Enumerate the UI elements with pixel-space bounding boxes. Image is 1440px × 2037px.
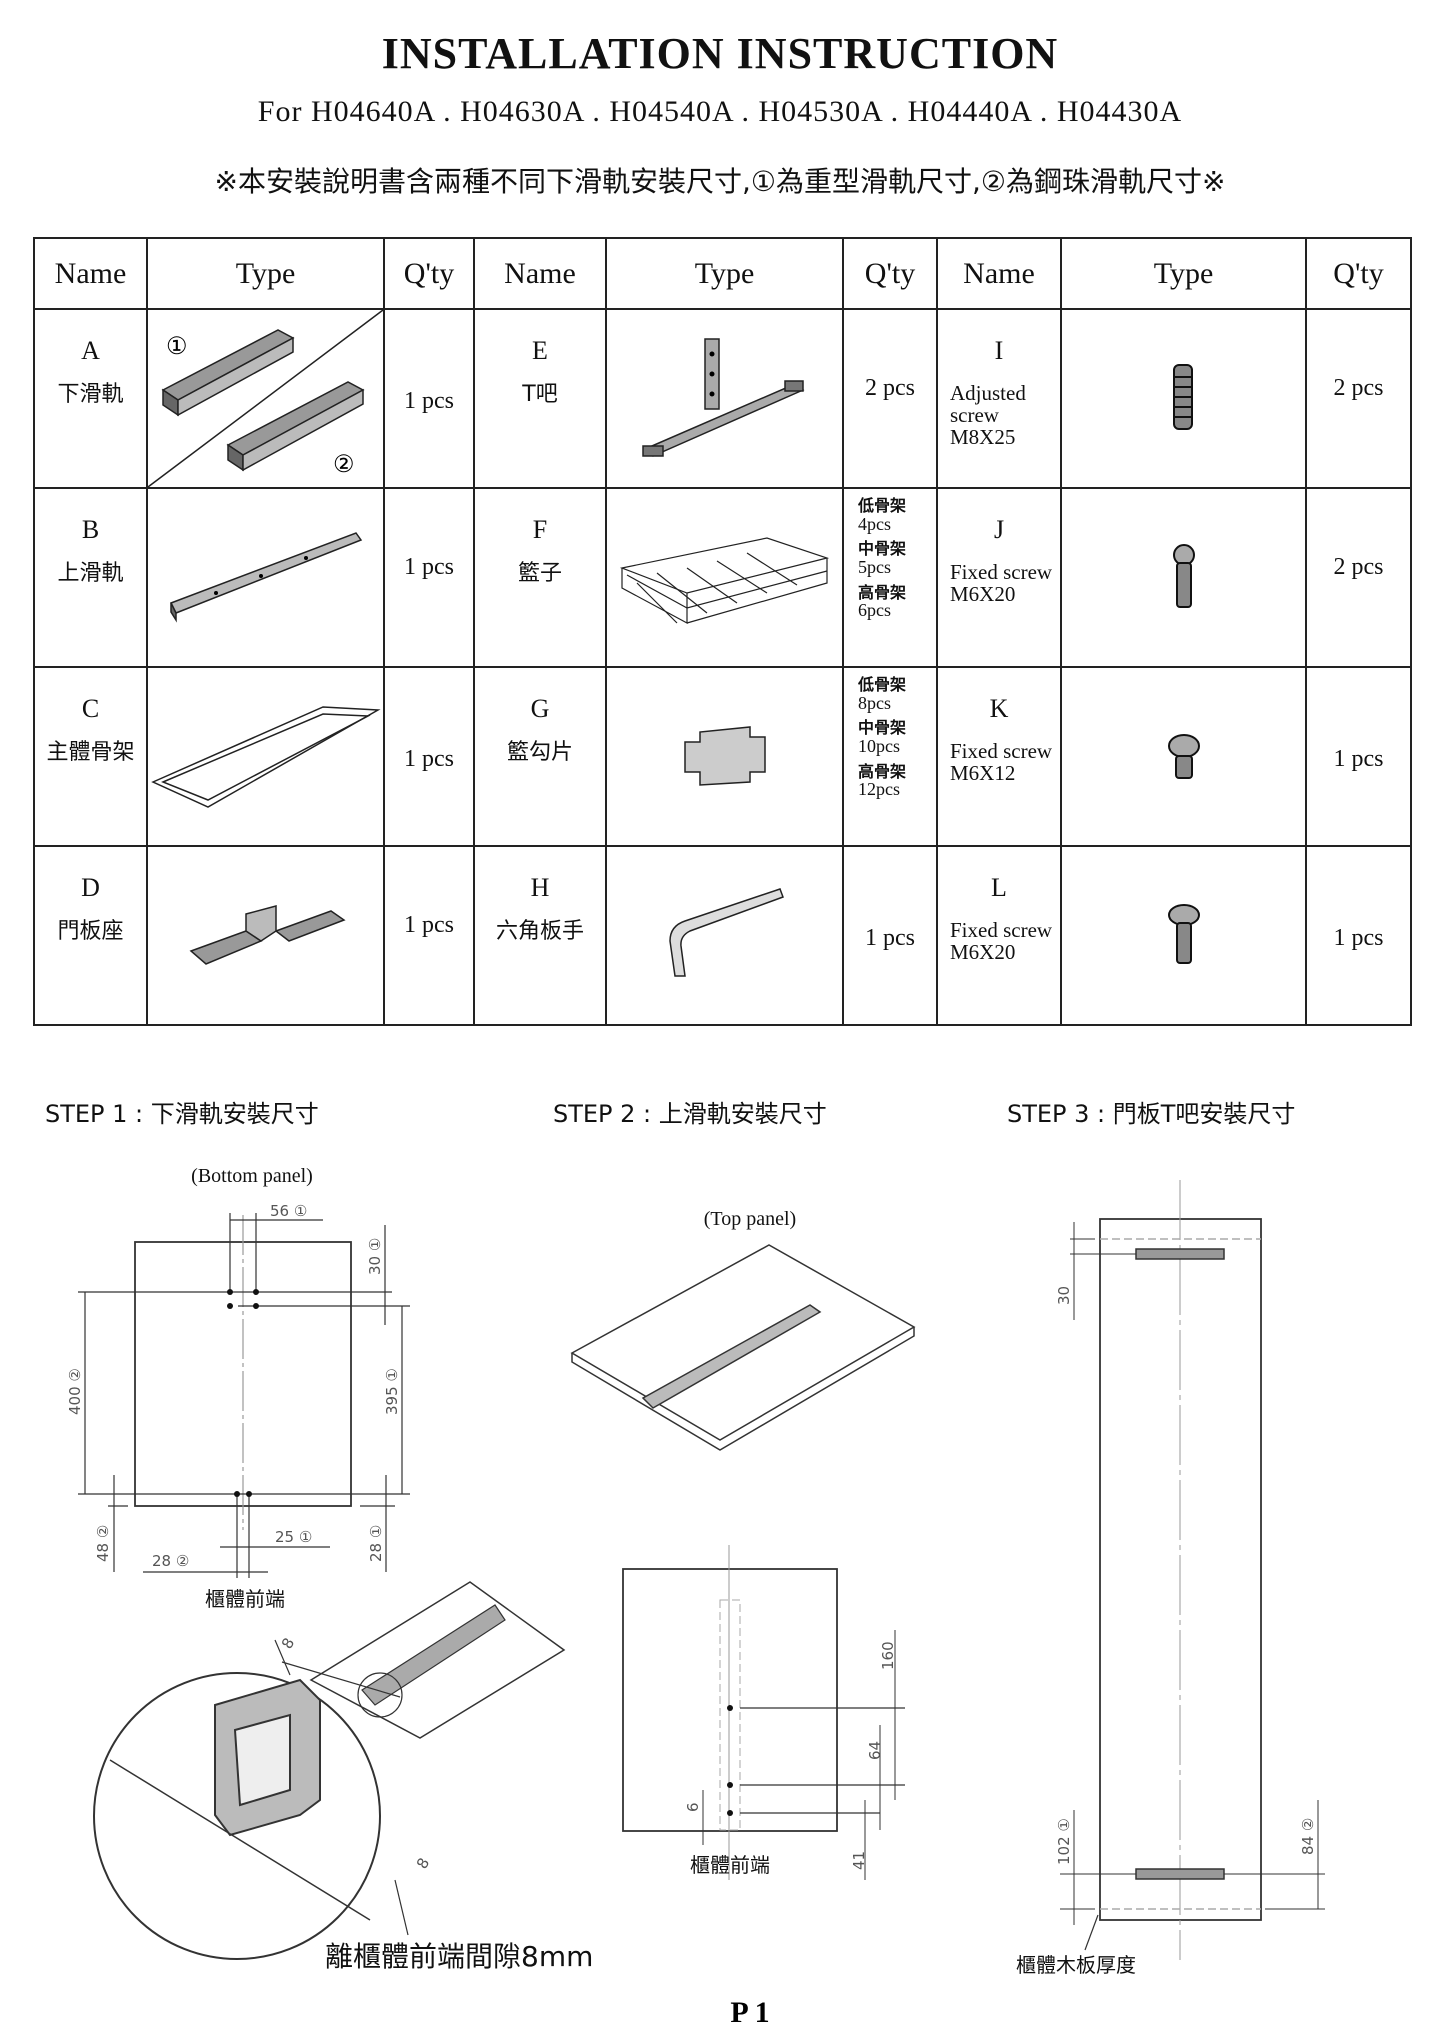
dim-8-detail: 8 — [413, 1855, 433, 1872]
part-qty: 2 pcs — [1305, 487, 1412, 668]
dim-8-top: 8 — [278, 1635, 298, 1652]
hex-key-icon — [668, 887, 784, 977]
parts-table: Name Type Q'ty Name Type Q'ty Name Type … — [33, 237, 1412, 1026]
table-header-row: Name Type Q'ty Name Type Q'ty Name Type … — [33, 237, 1412, 310]
dim-400: 400 ② — [66, 1368, 84, 1415]
dim-28-1: 28 ① — [367, 1525, 385, 1562]
part-image — [1060, 487, 1307, 668]
part-image — [605, 845, 844, 1026]
dim-84: 84 ② — [1299, 1818, 1317, 1855]
part-image — [1060, 845, 1307, 1026]
dim-30: 30 ① — [366, 1238, 384, 1275]
fixed-screw-icon — [1172, 543, 1195, 608]
door-mount-icon — [189, 904, 346, 965]
part-image — [146, 487, 385, 668]
part-qty: 1 pcs — [383, 845, 475, 1026]
header-type: Type — [146, 237, 385, 310]
dim-48: 48 ② — [94, 1525, 112, 1562]
part-qty: 2 pcs — [1305, 308, 1412, 489]
dim-41: 41 — [850, 1851, 868, 1870]
part-qty: 1 pcs — [383, 308, 475, 489]
step1-title: STEP 1 : 下滑軌安裝尺寸 — [45, 1100, 319, 1128]
cabinet-front-label: 櫃體前端 — [690, 1853, 770, 1877]
part-image — [1060, 666, 1307, 847]
dim-30: 30 — [1055, 1286, 1073, 1305]
part-image: ① ② — [146, 308, 385, 489]
dim-25: 25 ① — [275, 1528, 312, 1546]
dim-6: 6 — [684, 1802, 702, 1812]
header-qty: Q'ty — [842, 237, 938, 310]
model-list: For H04640A . H04630A . H04540A . H04530… — [257, 95, 1183, 128]
cabinet-front-label: 櫃體前端 — [205, 1587, 285, 1611]
step2-title: STEP 2 : 上滑軌安裝尺寸 — [553, 1100, 827, 1128]
part-qty: 1 pcs — [1305, 845, 1412, 1026]
dim-56: 56 ① — [270, 1202, 307, 1220]
header-type: Type — [605, 237, 844, 310]
header-qty: Q'ty — [1305, 237, 1412, 310]
step3-diagram: 30 102 ① 84 ② 櫃體木板厚度 — [1016, 1180, 1325, 1977]
part-qty: 1 pcs — [383, 487, 475, 668]
adjusted-screw-icon — [1172, 363, 1193, 430]
part-image — [1060, 308, 1307, 489]
t-bar-icon — [641, 337, 804, 457]
part-image — [605, 308, 844, 489]
dim-102: 102 ① — [1055, 1818, 1073, 1865]
header-type: Type — [1060, 237, 1307, 310]
part-image — [605, 666, 844, 847]
fixed-screw-icon — [1167, 904, 1200, 964]
step3-title: STEP 3 : 門板T吧安裝尺寸 — [1007, 1100, 1296, 1128]
part-image — [146, 666, 385, 847]
part-qty: 1 pcs — [383, 666, 475, 847]
top-rail-icon — [169, 531, 362, 623]
part-qty: 2 pcs — [842, 308, 938, 489]
header-name: Name — [33, 237, 148, 310]
basket-icon — [619, 536, 830, 624]
step1-diagram: (Bottom panel) 56 ① 30 ① 395 ① 400 ② 48 … — [66, 1165, 593, 1973]
header-qty: Q'ty — [383, 237, 475, 310]
board-thickness-label: 櫃體木板厚度 — [1016, 1953, 1136, 1977]
part-image — [146, 845, 385, 1026]
part-image — [605, 487, 844, 668]
fixed-screw-short-icon — [1167, 733, 1200, 779]
type-marker-1: ① — [166, 334, 188, 360]
part-qty: 1 pcs — [842, 845, 938, 1026]
type-marker-2: ② — [333, 452, 355, 478]
bottom-rail-icon: ① ② — [148, 310, 383, 487]
basket-hook-icon — [683, 725, 766, 786]
header-name: Name — [936, 237, 1062, 310]
dim-395: 395 ① — [383, 1368, 401, 1415]
dim-28-2: 28 ② — [152, 1552, 189, 1570]
bottom-panel-label: (Bottom panel) — [191, 1165, 313, 1187]
part-qty: 1 pcs — [1305, 666, 1412, 847]
dim-160: 160 — [879, 1641, 897, 1670]
page-title: INSTALLATION INSTRUCTION — [381, 29, 1059, 78]
dimension-note: ※本安裝說明書含兩種不同下滑軌安裝尺寸,①為重型滑軌尺寸,②為鋼珠滑軌尺寸※ — [214, 165, 1226, 198]
step2-diagram: (Top panel) 160 64 6 41 櫃體前端 — [570, 1208, 916, 1880]
front-gap-label: 離櫃體前端間隙8mm — [325, 1940, 593, 1973]
top-panel-label: (Top panel) — [704, 1208, 796, 1230]
dim-64: 64 — [866, 1741, 884, 1760]
page-number: P 1 — [730, 1996, 769, 2029]
main-frame-icon — [151, 705, 381, 808]
header-name: Name — [473, 237, 607, 310]
